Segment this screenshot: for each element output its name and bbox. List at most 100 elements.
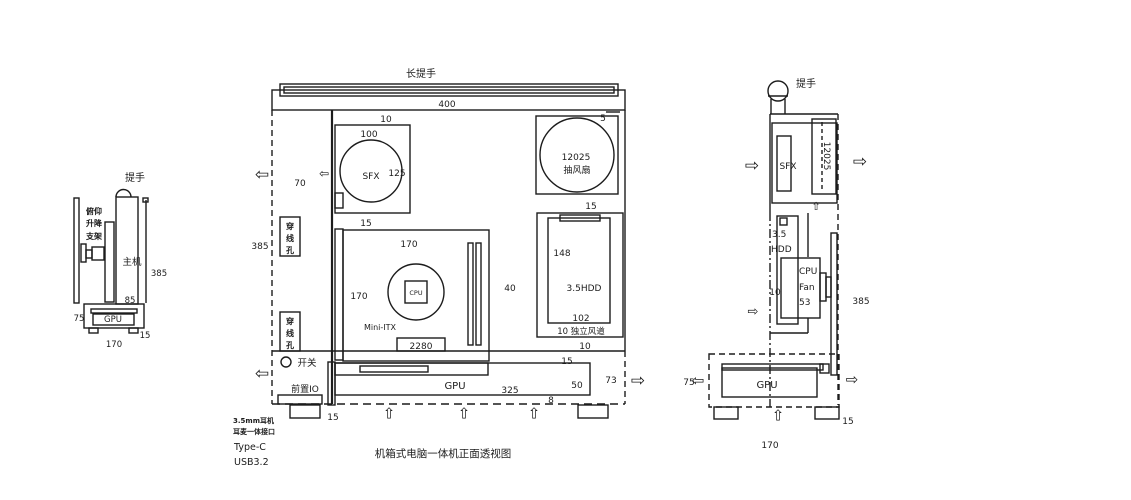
gpu-pcb-bar [721,363,824,371]
dim-85: 85 [125,296,136,306]
dim-102: 102 [572,314,589,324]
dim-10-duct: 10 [579,342,591,352]
hdd-label-1: 3.5 [772,230,786,240]
usb-label: USB3.2 [234,457,269,468]
sfx-psu-box [776,135,792,192]
airflow-arrow-out-bottom-icon: ⇨ [846,371,859,389]
front-io-label: 前置IO [291,383,319,395]
bracket-label-2: 升降 [86,218,103,228]
base-rail [90,308,138,314]
cable-hole-2c: 孔 [286,340,294,350]
base-dashed-box [708,353,840,408]
dim-15-foot: 15 [327,413,338,423]
cpufan-label-3: 53 [799,298,810,308]
fan-label-1: 12025 [562,153,591,163]
sfx-psu-box [334,124,411,214]
long-handle-bar [279,83,619,97]
airflow-arrow-in-left-icon: ⇦ [692,372,705,390]
gpu-box [92,313,135,326]
dim-125: 125 [388,169,405,179]
airflow-arrow-in-mid-icon: ⇨ [748,305,759,320]
foot-left [289,404,321,419]
airflow-arrow-left-inner-icon: ⇦ [319,167,329,181]
dim-325: 325 [501,386,518,396]
itx-io-bar [334,228,344,361]
vesa-plate [80,243,87,263]
cpu-fan-circle [387,263,445,321]
cpufan-label-2: Fan [799,283,815,293]
bracket-label-1: 俯仰 [86,206,102,216]
airflow-arrow-up-base-icon: ⇧ [772,407,785,425]
hdd-bay-outer [536,212,624,338]
motherboard-bar [830,232,838,376]
dim-170-top: 170 [400,240,417,250]
cpu-bracket-2 [825,276,832,298]
jack-label-1: 3.5mm耳机 [233,416,274,425]
top-band [271,89,626,111]
dim-15-psu: 15 [360,219,371,229]
ram-bar-1 [467,242,474,346]
cable-hole-1c: 孔 [286,245,294,255]
dim-10-psu: 10 [380,115,392,125]
base-box [83,303,145,329]
cable-hole-1b: 线 [286,233,294,243]
pcb-connector [819,363,830,374]
airflow-arrow-left-bottom-icon: ⇦ [255,364,269,384]
bracket-label-3: 支架 [85,231,102,241]
foot-right [577,404,609,419]
airflow-arrow-left-top-icon: ⇦ [255,165,269,185]
sfx-bay-box [771,122,838,204]
airflow-arrow-up-1-icon: ⇧ [383,405,396,423]
foot-left [88,327,99,334]
switch-label: 开关 [297,357,317,369]
dim-15: 15 [842,417,853,427]
dim-15: 15 [140,331,151,341]
gpu-label: GPU [444,381,465,392]
hdd-side-box [776,215,799,325]
miniitx-label: Mini-ITX [364,323,397,332]
fan-label: 12025 [821,142,831,171]
gpu-pcb-slot [359,365,429,373]
dim-40: 40 [504,284,516,294]
cable-hole-box-1 [279,216,301,257]
dim-10: 10 [769,288,781,298]
dim-15-gpu: 15 [561,357,572,367]
dim-148: 148 [553,249,570,259]
dim-100: 100 [360,130,377,140]
sfx-label: SFX [362,172,379,182]
long-handle-label: 长提手 [406,67,436,80]
airflow-arrow-up-2-icon: ⇧ [458,405,471,423]
handle-knob [115,188,132,198]
handle-ring [767,80,789,102]
dim-75: 75 [74,314,85,324]
dim-73: 73 [605,376,616,386]
cpufan-label-1: CPU [799,267,817,277]
main-unit-body [115,196,139,305]
switch-circle [280,356,292,368]
dim-75: 75 [683,378,694,388]
fan-label-2: 抽风扇 [563,164,590,176]
ssd-2280-label: 2280 [410,342,433,352]
sfx-label: SFX [779,162,796,172]
dim-400: 400 [438,100,455,110]
fan-box [535,115,619,195]
hdd-label-2: HDD [771,245,792,255]
itx-board [342,229,490,362]
gpu-pcb-bar [334,362,489,376]
dim-385: 385 [852,297,869,307]
airflow-arrow-fan-up-icon: ⇧ [811,200,820,213]
front-io-box [277,394,323,405]
hdd-label: 3.5HDD [567,284,602,294]
gpu-label: GPU [104,315,122,325]
main-unit-label: 主机 [122,256,142,268]
cpu-label: CPU [409,289,422,297]
dim-8: 8 [548,396,554,406]
lift-pole [104,221,115,303]
hdd-pin-square [779,217,788,226]
airflow-arrow-out-top-icon: ⇨ [853,152,867,172]
foot-left [713,406,739,420]
